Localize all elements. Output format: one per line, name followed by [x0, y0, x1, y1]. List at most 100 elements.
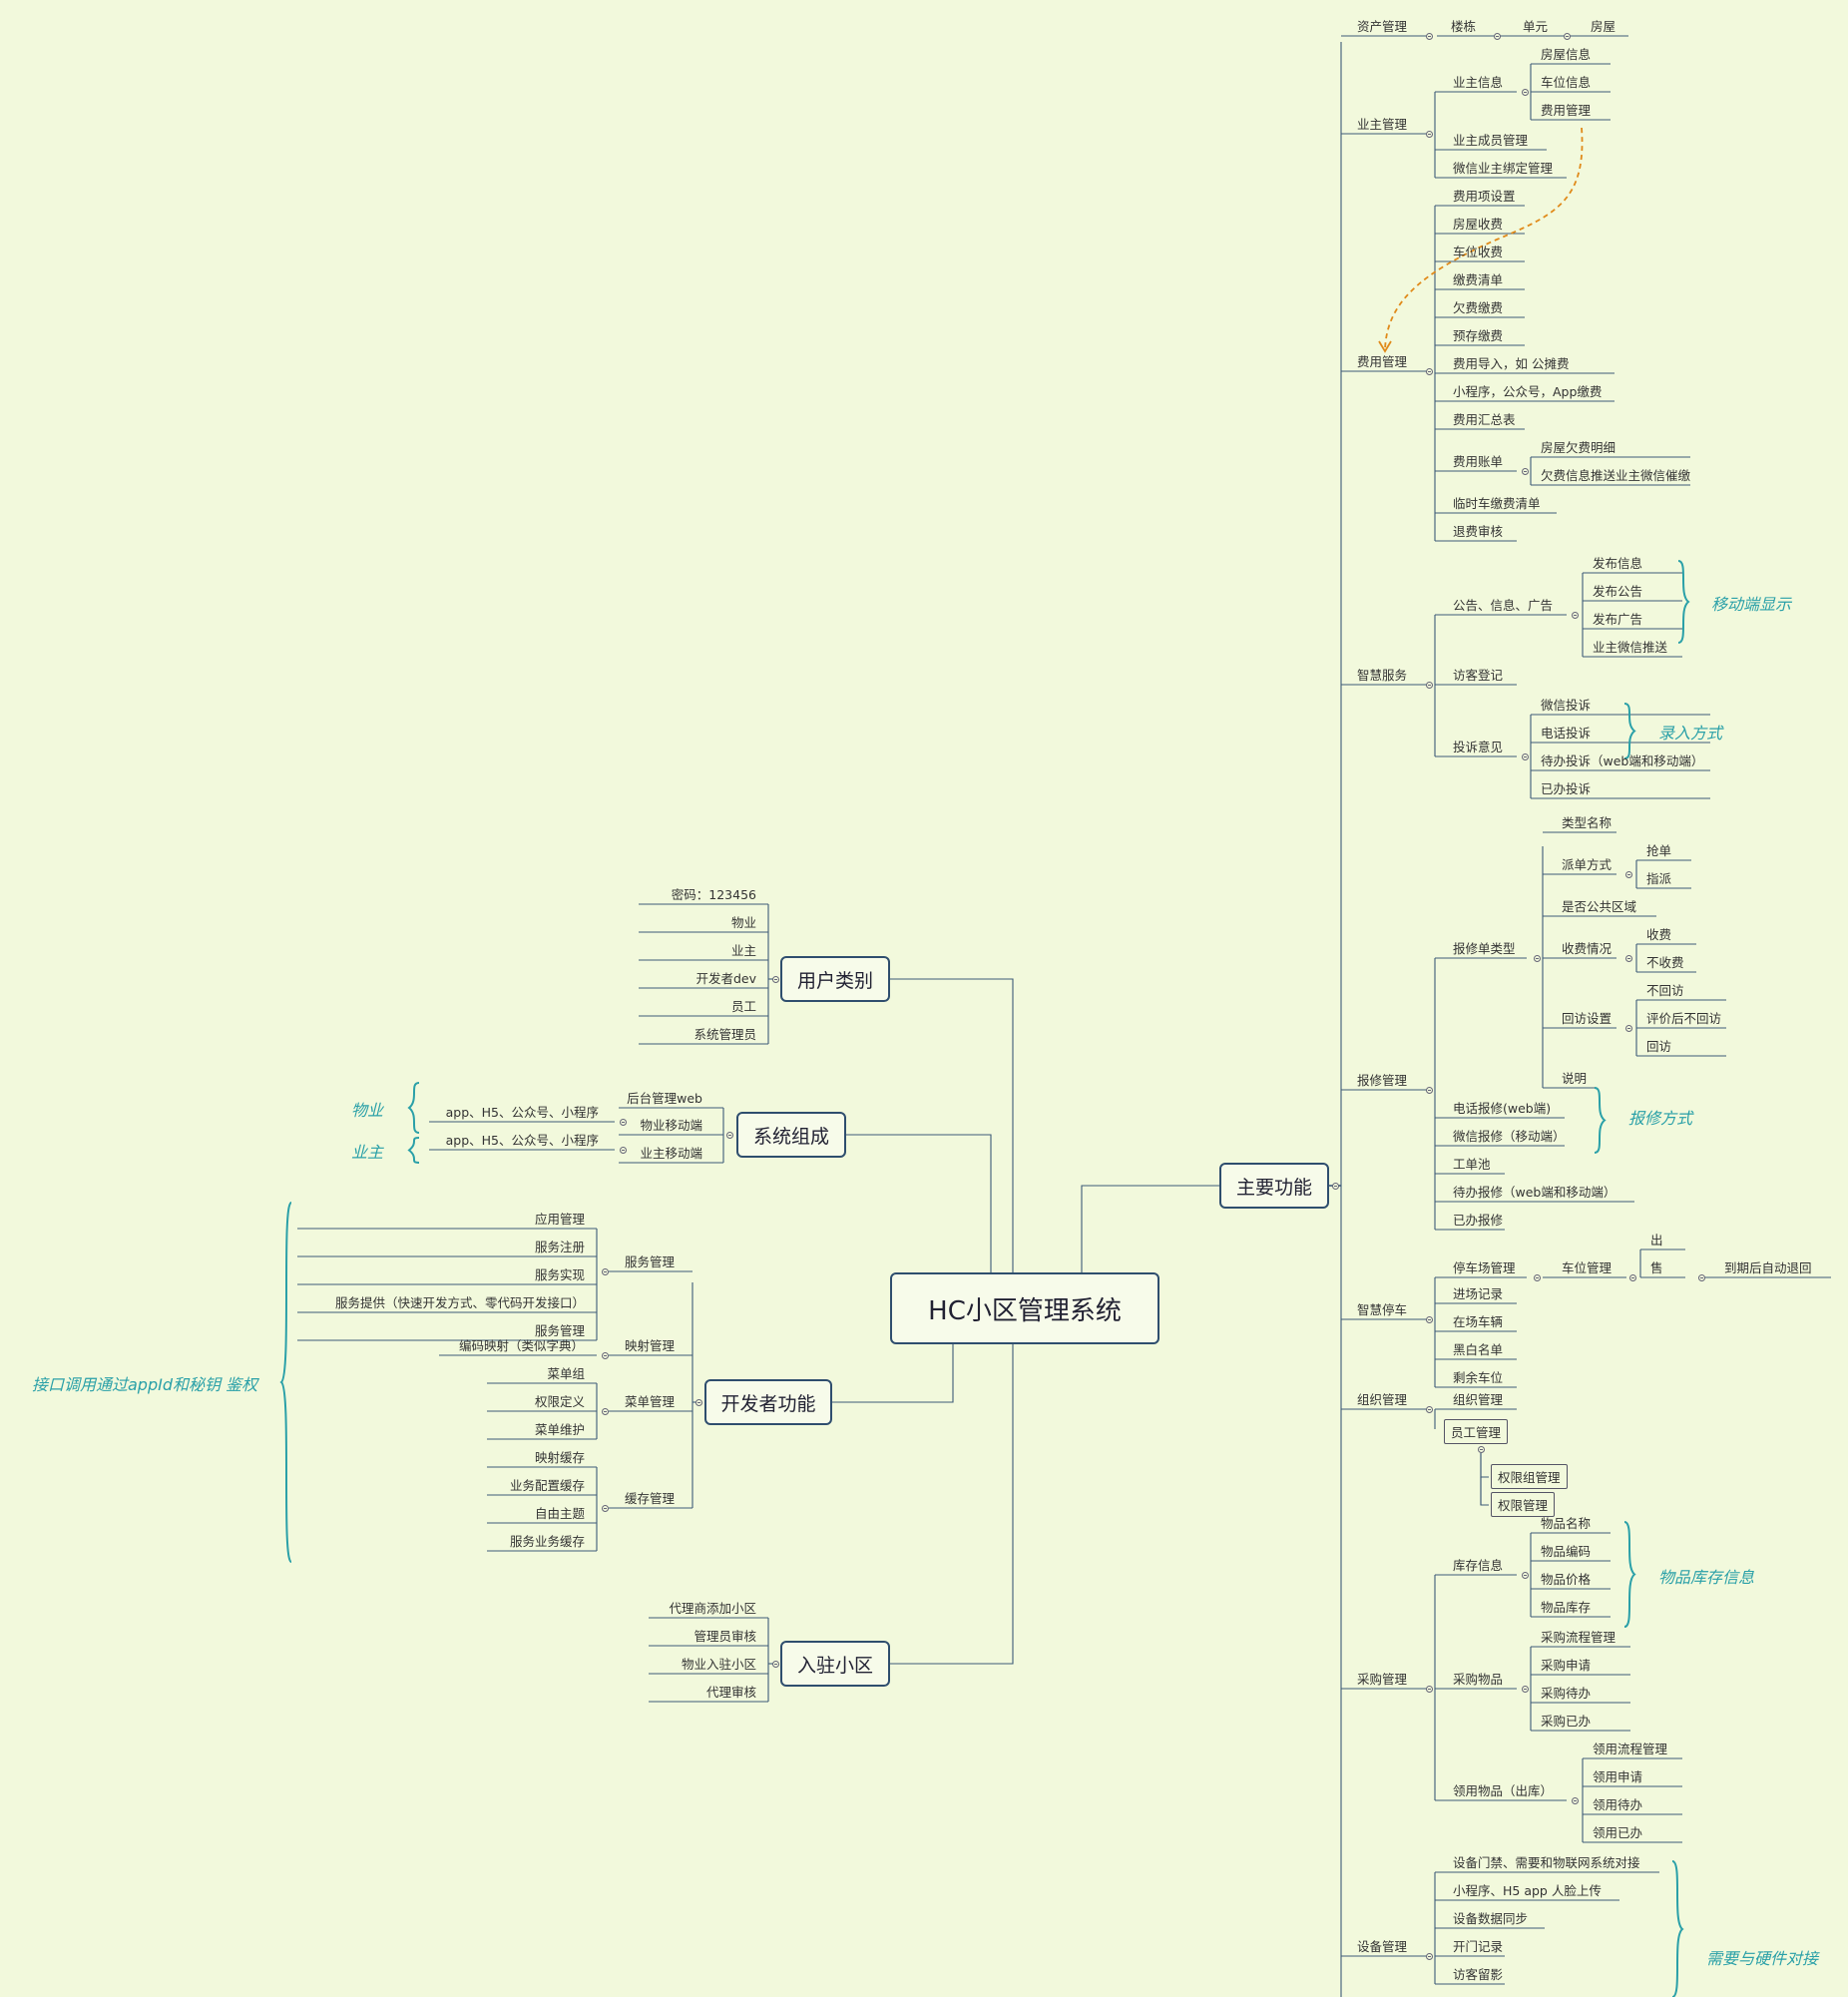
- repair-category[interactable]: 报修管理: [1357, 1073, 1408, 1088]
- collapse-toggle-icon[interactable]: [1477, 1445, 1485, 1453]
- parking-item[interactable]: 进场记录: [1453, 1286, 1504, 1301]
- purchase-stock-item[interactable]: 物品编码: [1541, 1544, 1592, 1559]
- dev-cache[interactable]: 缓存管理: [624, 1491, 675, 1506]
- smart-notice-item[interactable]: 业主微信推送: [1593, 640, 1668, 655]
- user-types-topic[interactable]: 用户类别: [780, 956, 890, 1002]
- smart-notice-item[interactable]: 发布广告: [1593, 612, 1643, 627]
- dev-cache-item[interactable]: 映射缓存: [534, 1450, 585, 1465]
- parking-sale[interactable]: 出: [1650, 1233, 1663, 1248]
- collapse-toggle-icon[interactable]: [1624, 1024, 1632, 1032]
- smart-complaint[interactable]: 投诉意见: [1453, 740, 1504, 754]
- owner-info-item[interactable]: 房屋信息: [1541, 47, 1592, 62]
- collapse-toggle-icon[interactable]: [1521, 88, 1529, 96]
- collapse-toggle-icon[interactable]: [601, 1351, 609, 1359]
- owner-info-item[interactable]: 费用管理: [1541, 103, 1592, 118]
- fee-item[interactable]: 房屋收费: [1453, 217, 1504, 232]
- dev-menu-item[interactable]: 菜单维护: [534, 1422, 585, 1437]
- collapse-toggle-icon[interactable]: [601, 1504, 609, 1512]
- repair-charge-item[interactable]: 收费: [1646, 927, 1672, 942]
- purchase-category[interactable]: 采购管理: [1357, 1672, 1408, 1687]
- collapse-toggle-icon[interactable]: [1521, 752, 1529, 760]
- collapse-toggle-icon[interactable]: [1425, 130, 1433, 138]
- developer-topic[interactable]: 开发者功能: [704, 1379, 832, 1425]
- fee-item[interactable]: 预存缴费: [1453, 328, 1504, 343]
- smart-visitor[interactable]: 访客登记: [1453, 668, 1504, 683]
- collapse-toggle-icon[interactable]: [601, 1267, 609, 1275]
- user-type-item[interactable]: 业主: [730, 943, 756, 958]
- collapse-toggle-icon[interactable]: [619, 1146, 627, 1154]
- fee-bill-item[interactable]: 房屋欠费明细: [1541, 440, 1617, 455]
- collapse-toggle-icon[interactable]: [771, 975, 779, 983]
- dev-service[interactable]: 服务管理: [624, 1254, 675, 1269]
- parking-space[interactable]: 车位管理: [1562, 1260, 1613, 1275]
- collapse-toggle-icon[interactable]: [1493, 32, 1501, 40]
- dev-menu-item[interactable]: 菜单组: [547, 1366, 585, 1381]
- fee-item[interactable]: 车位收费: [1453, 245, 1504, 259]
- repair-item[interactable]: 微信报修（移动端）: [1453, 1129, 1566, 1144]
- fee-item[interactable]: 欠费缴费: [1453, 300, 1504, 315]
- system-owner-mobile[interactable]: 业主移动端: [640, 1146, 702, 1161]
- purchase-use[interactable]: 领用物品（出库）: [1453, 1783, 1554, 1798]
- repair-revisit-item[interactable]: 评价后不回访: [1646, 1011, 1722, 1026]
- fee-bill[interactable]: 费用账单: [1453, 454, 1504, 469]
- owner-category[interactable]: 业主管理: [1357, 117, 1408, 132]
- user-type-item[interactable]: 员工: [730, 999, 756, 1014]
- fee-temp-car[interactable]: 临时车缴费清单: [1453, 496, 1541, 511]
- smart-notice[interactable]: 公告、信息、广告: [1453, 598, 1554, 613]
- repair-public[interactable]: 是否公共区域: [1562, 899, 1637, 914]
- parking-item[interactable]: 剩余车位: [1453, 1370, 1504, 1385]
- asset-category[interactable]: 资产管理: [1357, 19, 1408, 34]
- collapse-toggle-icon[interactable]: [694, 1398, 702, 1406]
- repair-item[interactable]: 已办报修: [1453, 1213, 1504, 1228]
- owner-info[interactable]: 业主信息: [1453, 75, 1504, 90]
- repair-item[interactable]: 电话报修(web端): [1453, 1101, 1552, 1116]
- collapse-toggle-icon[interactable]: [1571, 1796, 1579, 1804]
- system-web[interactable]: 后台管理web: [627, 1091, 702, 1106]
- dev-mapping[interactable]: 映射管理: [624, 1338, 675, 1353]
- collapse-toggle-icon[interactable]: [619, 1118, 627, 1126]
- dev-service-item[interactable]: 应用管理: [534, 1212, 585, 1227]
- parking-category[interactable]: 智慧停车: [1357, 1302, 1408, 1317]
- system-prop-mobile[interactable]: 物业移动端: [640, 1118, 702, 1133]
- purchase-use-item[interactable]: 领用已办: [1593, 1825, 1643, 1840]
- join-item[interactable]: 管理员审核: [693, 1629, 756, 1644]
- fee-item[interactable]: 费用项设置: [1453, 189, 1516, 204]
- collapse-toggle-icon[interactable]: [1571, 611, 1579, 619]
- device-item[interactable]: 访客留影: [1453, 1967, 1504, 1982]
- dev-service-item[interactable]: 服务注册: [534, 1240, 585, 1254]
- device-item[interactable]: 小程序、H5 app 人脸上传: [1453, 1883, 1602, 1898]
- smart-notice-item[interactable]: 发布信息: [1593, 556, 1643, 571]
- asset-unit[interactable]: 单元: [1523, 19, 1549, 34]
- collapse-toggle-icon[interactable]: [1425, 1685, 1433, 1693]
- collapse-toggle-icon[interactable]: [1563, 32, 1571, 40]
- collapse-toggle-icon[interactable]: [1425, 1315, 1433, 1323]
- parking-item[interactable]: 黑白名单: [1453, 1342, 1504, 1357]
- smart-complaint-item[interactable]: 已办投诉: [1541, 781, 1592, 796]
- parking-lot[interactable]: 停车场管理: [1453, 1260, 1516, 1275]
- parking-rent-note[interactable]: 到期后自动退回: [1724, 1260, 1812, 1275]
- parking-sale[interactable]: 售: [1650, 1260, 1663, 1275]
- repair-dispatch-item[interactable]: 抢单: [1646, 843, 1672, 858]
- join-item[interactable]: 代理商添加小区: [669, 1601, 756, 1616]
- repair-type-name[interactable]: 类型名称: [1562, 815, 1613, 830]
- collapse-toggle-icon[interactable]: [1331, 1182, 1339, 1190]
- collapse-toggle-icon[interactable]: [1521, 467, 1529, 475]
- repair-type[interactable]: 报修单类型: [1453, 941, 1516, 956]
- purchase-buy-item[interactable]: 采购已办: [1541, 1714, 1592, 1729]
- smart-complaint-item[interactable]: 待办投诉（web端和移动端）: [1541, 753, 1704, 768]
- collapse-toggle-icon[interactable]: [1425, 1405, 1433, 1413]
- join-item[interactable]: 代理审核: [705, 1685, 756, 1700]
- collapse-toggle-icon[interactable]: [1521, 1685, 1529, 1693]
- purchase-use-item[interactable]: 领用待办: [1593, 1797, 1643, 1812]
- permission-group-management[interactable]: 权限组管理: [1491, 1464, 1568, 1489]
- repair-item[interactable]: 待办报修（web端和移动端）: [1453, 1185, 1617, 1200]
- collapse-toggle-icon[interactable]: [1425, 681, 1433, 689]
- owner-member[interactable]: 业主成员管理: [1453, 133, 1529, 148]
- system-topic[interactable]: 系统组成: [736, 1112, 846, 1158]
- system-app-line[interactable]: app、H5、公众号、小程序: [445, 1105, 599, 1120]
- dev-service-item[interactable]: 服务提供（快速开发方式、零代码开发接口）: [334, 1295, 585, 1310]
- device-item[interactable]: 设备数据同步: [1453, 1911, 1529, 1926]
- repair-item[interactable]: 工单池: [1453, 1157, 1491, 1172]
- system-app-line[interactable]: app、H5、公众号、小程序: [445, 1133, 599, 1148]
- collapse-toggle-icon[interactable]: [1521, 1571, 1529, 1579]
